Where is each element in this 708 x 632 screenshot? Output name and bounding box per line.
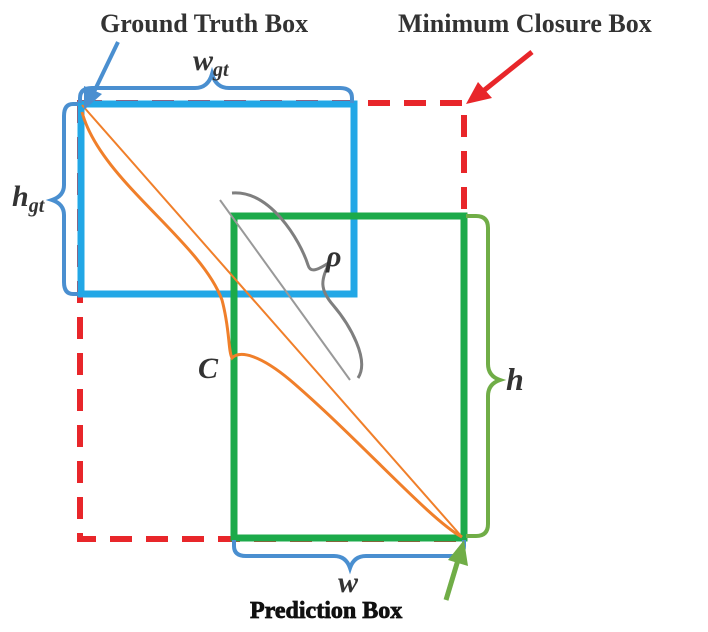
w-gt-subscript: gt	[212, 59, 230, 81]
prediction-label: Prediction Box	[250, 598, 402, 624]
center-distance-line	[219, 199, 351, 381]
h-gt-base: h	[12, 180, 29, 213]
h-symbol: h	[506, 361, 524, 397]
diagonal-brace-c	[80, 111, 463, 539]
ground-truth-label: Ground Truth Box	[100, 9, 308, 38]
ground-truth-arrow	[90, 41, 120, 97]
rho-symbol: ρ	[325, 240, 341, 273]
closure-diagonal-line	[81, 104, 463, 538]
w-gt-symbol: wgt	[193, 44, 230, 81]
h-gt-brace	[45, 102, 78, 296]
h-brace	[466, 214, 507, 538]
ground-truth-box	[77, 100, 358, 298]
w-symbol: w	[338, 566, 359, 599]
c-symbol: C	[198, 352, 219, 385]
prediction-arrow	[443, 559, 461, 601]
w-brace	[232, 540, 466, 575]
w-gt-base: w	[193, 44, 214, 77]
closure-arrow-head	[466, 82, 492, 104]
prediction-arrow-head	[448, 540, 468, 566]
ground-truth-arrow-head	[84, 86, 102, 110]
h-gt-subscript: gt	[28, 195, 46, 217]
rho-brace	[231, 191, 364, 379]
minimum-closure-label: Minimum Closure Box	[398, 9, 652, 38]
prediction-box	[230, 212, 468, 542]
h-gt-symbol: hgt	[12, 180, 46, 217]
closure-arrow	[480, 50, 534, 94]
